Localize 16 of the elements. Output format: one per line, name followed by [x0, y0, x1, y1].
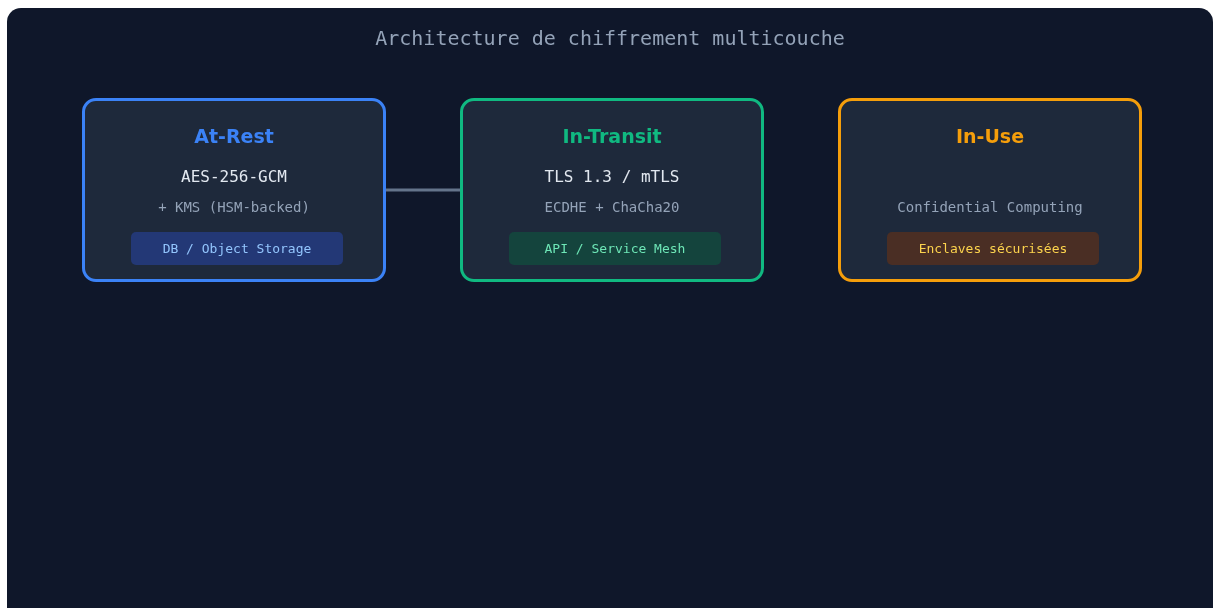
detail-text: Confidential Computing — [896, 199, 1084, 215]
layer-card — [838, 98, 1142, 282]
card-heading: At-Rest — [193, 125, 275, 147]
connector-line — [386, 188, 460, 192]
layer-card — [82, 98, 386, 282]
detail-text: ECDHE + ChaCha20 — [543, 199, 681, 215]
scope-tag: Enclaves sécurisées — [887, 232, 1099, 265]
diagram-title: Architecture de chiffrement multicouche — [374, 26, 846, 50]
layer-card — [460, 98, 764, 282]
scope-tag: DB / Object Storage — [131, 232, 343, 265]
protocol-text: AES-256-GCM — [180, 167, 288, 186]
card-heading: In-Use — [954, 125, 1026, 147]
detail-text: + KMS (HSM-backed) — [157, 199, 311, 215]
card-heading: In-Transit — [561, 125, 663, 147]
scope-tag: API / Service Mesh — [509, 232, 721, 265]
protocol-text: TLS 1.3 / mTLS — [543, 167, 681, 186]
